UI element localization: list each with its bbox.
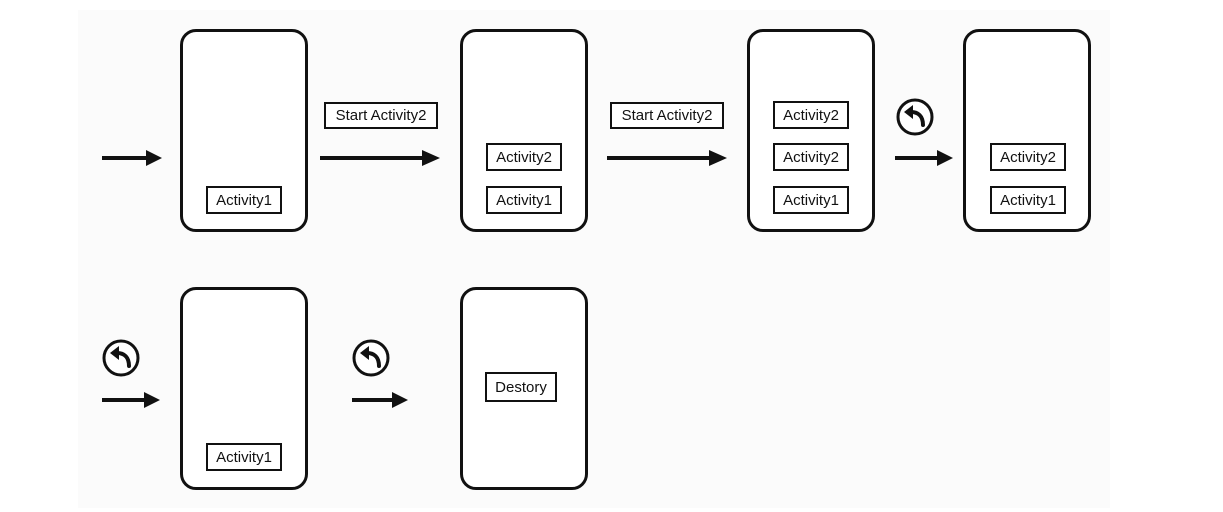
back-transition-arrow — [352, 392, 408, 408]
back-arrow-icon — [102, 339, 140, 377]
back-transition-arrow — [102, 392, 160, 408]
start-activity2-label: Start Activity2 — [324, 102, 438, 129]
phone-6 — [460, 287, 588, 490]
stack-item-activity1: Activity1 — [990, 186, 1066, 214]
start-activity2-arrow — [320, 150, 440, 166]
stack-item-activity1: Activity1 — [773, 186, 849, 214]
stack-item-activity1: Activity1 — [486, 186, 562, 214]
start-activity2-label: Start Activity2 — [610, 102, 724, 129]
stack-item-activity2: Activity2 — [773, 101, 849, 129]
stack-item-activity1: Activity1 — [206, 443, 282, 471]
back-arrow-icon — [352, 339, 390, 377]
stack-item-activity2: Activity2 — [486, 143, 562, 171]
start-activity2-arrow — [607, 150, 727, 166]
stack-item-activity2: Activity2 — [773, 143, 849, 171]
entry-arrow — [102, 150, 162, 166]
stack-item-destroy: Destory — [485, 372, 557, 402]
back-transition-arrow — [895, 150, 953, 166]
stack-item-activity2: Activity2 — [990, 143, 1066, 171]
stack-item-activity1: Activity1 — [206, 186, 282, 214]
back-arrow-icon — [896, 98, 934, 136]
